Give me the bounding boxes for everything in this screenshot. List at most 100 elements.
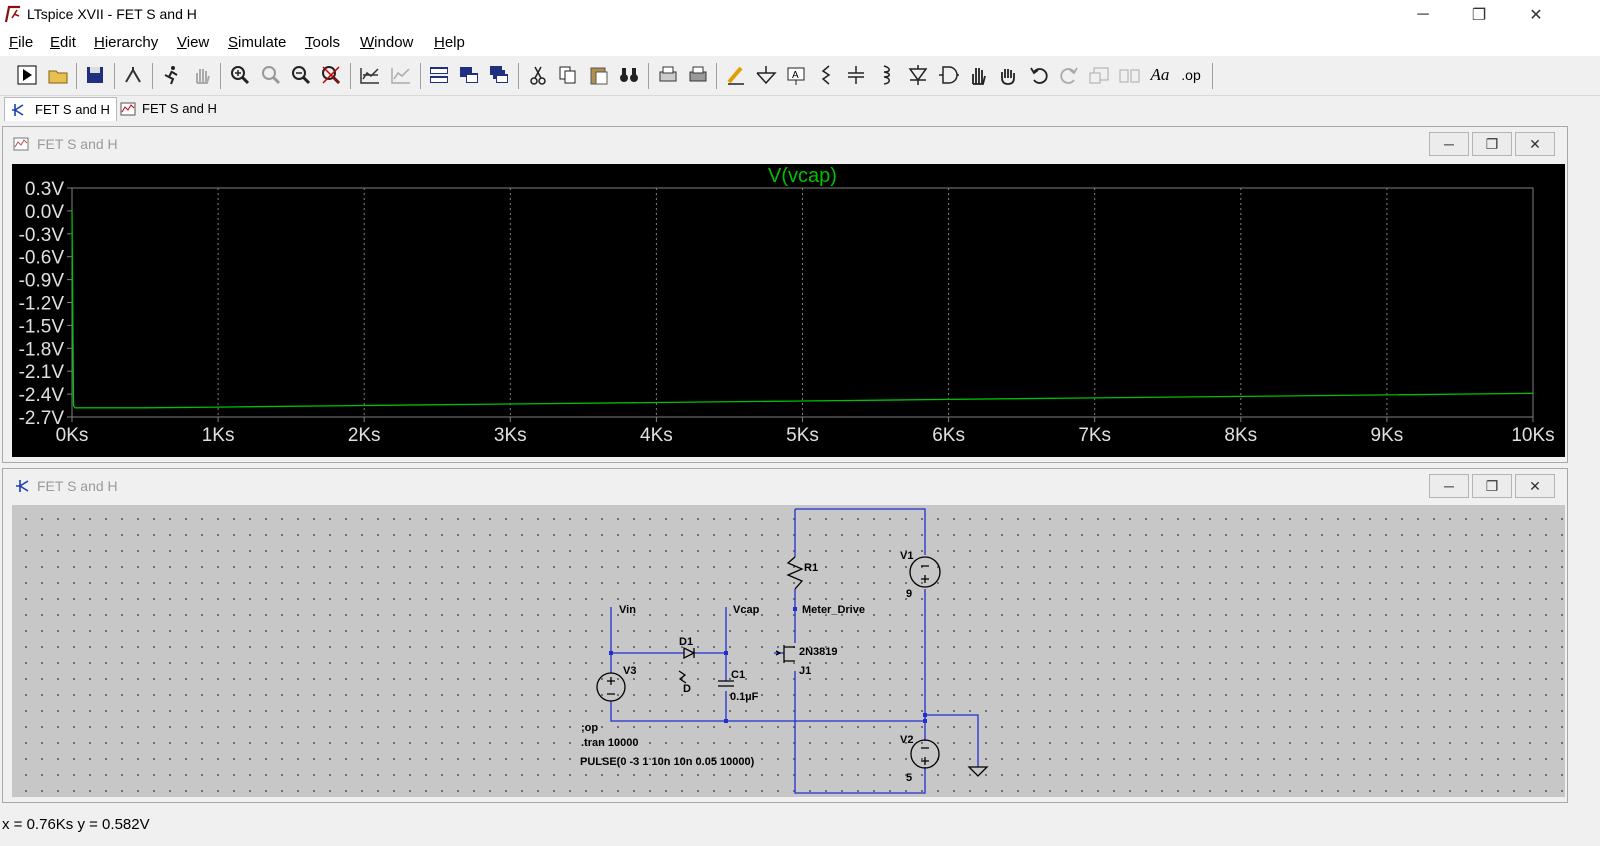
paste-icon[interactable] [586, 62, 612, 88]
trace-v-vcap[interactable] [71, 210, 1534, 409]
menu-simulate[interactable]: Simulate [228, 34, 287, 51]
menu-window[interactable]: Window [360, 34, 414, 51]
diode-icon[interactable] [905, 62, 931, 88]
move-icon[interactable] [965, 62, 991, 88]
run-icon[interactable] [158, 62, 184, 88]
y-tick-label: 0.3V [25, 179, 64, 200]
close-button[interactable]: ✕ [1513, 0, 1559, 30]
wire-ground-left[interactable] [610, 701, 726, 722]
d1-diode-symbol[interactable] [683, 646, 696, 660]
label-net-icon[interactable]: A [783, 62, 809, 88]
label-v1-value[interactable]: 9 [906, 588, 912, 600]
label-j1[interactable]: J1 [799, 665, 811, 677]
x-tick-label: 6Ks [932, 425, 965, 446]
waveform-maximize-button[interactable]: ❐ [1472, 132, 1512, 156]
waveform-close-button[interactable]: ✕ [1515, 132, 1555, 156]
restore-button[interactable]: ❐ [1456, 0, 1502, 30]
schematic-canvas[interactable]: Vin Vcap D1 D C1 0.1µF V3 R1 Meter_Drive… [12, 505, 1565, 797]
tile-vertical-icon[interactable] [456, 62, 482, 88]
wire-v1-top[interactable] [795, 508, 926, 555]
cascade-icon[interactable] [486, 62, 512, 88]
label-v2-value[interactable]: 5 [906, 772, 912, 784]
v3-source-symbol[interactable] [596, 672, 626, 702]
menu-edit[interactable]: Edit [50, 34, 76, 51]
v2-source-symbol[interactable] [910, 739, 940, 769]
cut-icon[interactable] [525, 62, 551, 88]
label-r1[interactable]: R1 [804, 562, 818, 574]
waveform-minimize-button[interactable]: ─ [1429, 132, 1469, 156]
c1-capacitor-symbol[interactable] [718, 680, 734, 687]
zoom-out-icon[interactable] [288, 62, 314, 88]
inductor-icon[interactable] [873, 62, 899, 88]
tab-schematic[interactable]: FET S and H [4, 97, 117, 121]
ground-symbol[interactable] [967, 766, 989, 777]
wire-j1-source-v2[interactable] [794, 671, 926, 794]
trace-label[interactable]: V(vcap) [768, 165, 837, 187]
spice-directive-icon[interactable]: .op [1181, 67, 1201, 83]
minimize-button[interactable]: ─ [1400, 0, 1446, 30]
minimize-icon: ─ [1444, 478, 1454, 494]
schematic-minimize-button[interactable]: ─ [1429, 474, 1469, 498]
zoom-pan-icon[interactable] [258, 62, 284, 88]
label-meter-drive[interactable]: Meter_Drive [802, 604, 865, 616]
mirror-icon[interactable] [1116, 62, 1142, 88]
label-v1[interactable]: V1 [900, 550, 913, 562]
rotate-icon[interactable] [1086, 62, 1112, 88]
v3-pulse-value[interactable]: PULSE(0 -3 1 10n 10n 0.05 10000) [580, 756, 755, 768]
cancel-autorange-icon[interactable] [388, 62, 414, 88]
v1-source-symbol[interactable] [909, 556, 941, 588]
schematic-maximize-button[interactable]: ❐ [1472, 474, 1512, 498]
control-panel-icon[interactable] [120, 62, 146, 88]
label-j1-model[interactable]: 2N3819 [799, 646, 838, 658]
component-icon[interactable] [935, 62, 961, 88]
menu-hierarchy[interactable]: Hierarchy [94, 34, 159, 51]
menu-tools[interactable]: Tools [305, 34, 341, 51]
label-c1-value[interactable]: 0.1µF [730, 691, 759, 703]
zoom-fit-icon[interactable] [318, 62, 344, 88]
schematic-close-button[interactable]: ✕ [1515, 474, 1555, 498]
r1-resistor-symbol[interactable] [786, 556, 804, 590]
draw-wire-icon[interactable] [723, 62, 749, 88]
menu-help[interactable]: Help [434, 34, 465, 51]
ground-icon[interactable] [753, 62, 779, 88]
save-icon[interactable] [82, 62, 108, 88]
label-v3[interactable]: V3 [623, 665, 636, 677]
toolbar-separator [716, 63, 717, 89]
text-icon[interactable]: Aa [1150, 65, 1170, 84]
toolbar-separator [350, 63, 351, 89]
print-preview-icon[interactable] [655, 62, 681, 88]
resistor-icon[interactable] [813, 62, 839, 88]
label-c1[interactable]: C1 [731, 669, 745, 681]
copy-icon[interactable] [555, 62, 581, 88]
j1-jfet-symbol[interactable] [783, 645, 795, 663]
new-schematic-icon[interactable] [14, 62, 40, 88]
wire-ground-right[interactable] [925, 714, 979, 767]
redo-icon[interactable] [1056, 62, 1082, 88]
menu-view[interactable]: View [177, 34, 210, 51]
capacitor-icon[interactable] [843, 62, 869, 88]
label-v2[interactable]: V2 [900, 734, 913, 746]
y-tick-label: -1.8V [19, 339, 65, 360]
label-d1-model[interactable]: D [683, 683, 691, 695]
drag-icon[interactable] [995, 62, 1021, 88]
zoom-in-icon[interactable] [227, 62, 253, 88]
tab-waveform[interactable]: FET S and H [114, 97, 223, 120]
directive-tran[interactable]: .tran 10000 [581, 737, 638, 749]
waveform-window-titlebar: FET S and H ─ ❐ ✕ [3, 127, 1567, 159]
label-vcap[interactable]: Vcap [733, 604, 760, 616]
print-icon[interactable] [685, 62, 711, 88]
schematic-svg[interactable]: Vin Vcap D1 D C1 0.1µF V3 R1 Meter_Drive… [12, 505, 1565, 797]
undo-icon[interactable] [1026, 62, 1052, 88]
halt-icon[interactable] [189, 62, 215, 88]
autorange-icon[interactable] [357, 62, 383, 88]
label-vin[interactable]: Vin [619, 604, 636, 616]
find-icon[interactable] [616, 62, 642, 88]
open-folder-icon[interactable] [45, 62, 71, 88]
tile-horizontal-icon[interactable] [426, 62, 452, 88]
wire-ground-main[interactable] [726, 715, 926, 722]
menu-file[interactable]: File [9, 34, 34, 51]
label-d1[interactable]: D1 [679, 636, 693, 648]
directive-op[interactable]: ;op [581, 722, 598, 734]
